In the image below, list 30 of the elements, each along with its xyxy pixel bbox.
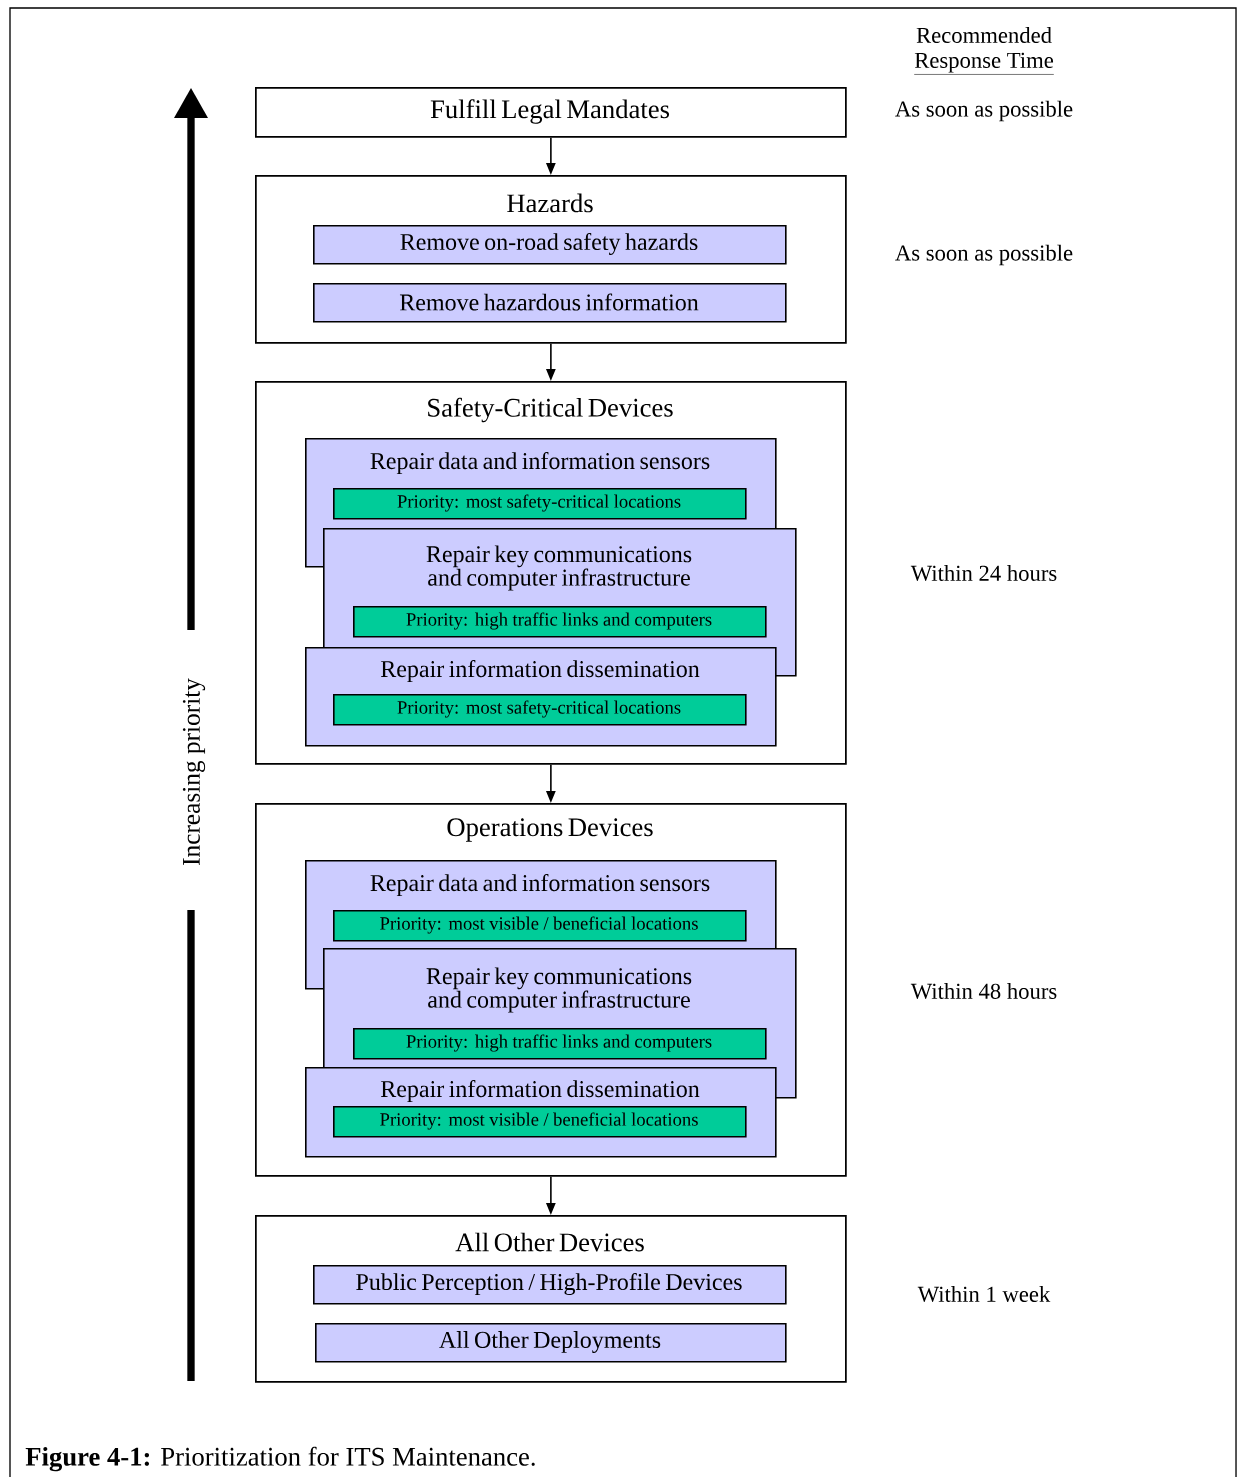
priority-label: Priority: most visible / beneficial locations xyxy=(380,916,698,934)
response-time: As soon as possible xyxy=(895,244,1073,266)
task-label: Remove on-road safety hazards xyxy=(400,232,698,256)
group-title: Operations Devices xyxy=(447,818,653,842)
task-label: Repair data and information sensors xyxy=(370,874,710,896)
task-label: Repair information dissemination xyxy=(380,660,700,682)
group-title: Safety-Critical Devices xyxy=(428,397,673,423)
caption: Figure 4-1: Prioritization for ITS Maintenance. xyxy=(25,1446,535,1472)
priority-label: Priority: most visible / beneficial locations xyxy=(380,1112,698,1130)
task-label: Remove hazardous information xyxy=(399,293,699,311)
task-label: Repair information dissemination xyxy=(380,1080,700,1102)
column-heading: Recommended xyxy=(916,27,1052,43)
column-heading: Response Time xyxy=(913,52,1055,75)
priority-label: Priority: most safety-critical locations xyxy=(397,494,681,512)
axis-label: Increasing priority xyxy=(182,678,206,865)
group-title: Fulfill Legal Mandates xyxy=(430,99,670,124)
task-label: Repair key communications and computer infrastructure xyxy=(426,967,692,1013)
task-label: Public Perception / High-Profile Devices xyxy=(356,1273,742,1296)
group-title: All Other Devices xyxy=(455,1232,644,1252)
priority-label: Priority: high traffic links and computers xyxy=(406,612,712,630)
response-time: As soon as possible xyxy=(895,100,1073,122)
group-title: Hazards xyxy=(507,193,593,213)
response-time: Within 1 week xyxy=(917,1286,1051,1303)
priority-label: Priority: high traffic links and computers xyxy=(406,1034,712,1052)
task-label: All Other Deployments xyxy=(439,1331,661,1353)
priority-label: Priority: most safety-critical locations xyxy=(397,700,681,718)
task-label: Repair key communications and computer infrastructure xyxy=(426,545,692,591)
response-time: Within 24 hours xyxy=(910,564,1057,582)
response-time: Within 48 hours xyxy=(910,983,1057,1000)
task-label: Repair data and information sensors xyxy=(370,452,710,474)
